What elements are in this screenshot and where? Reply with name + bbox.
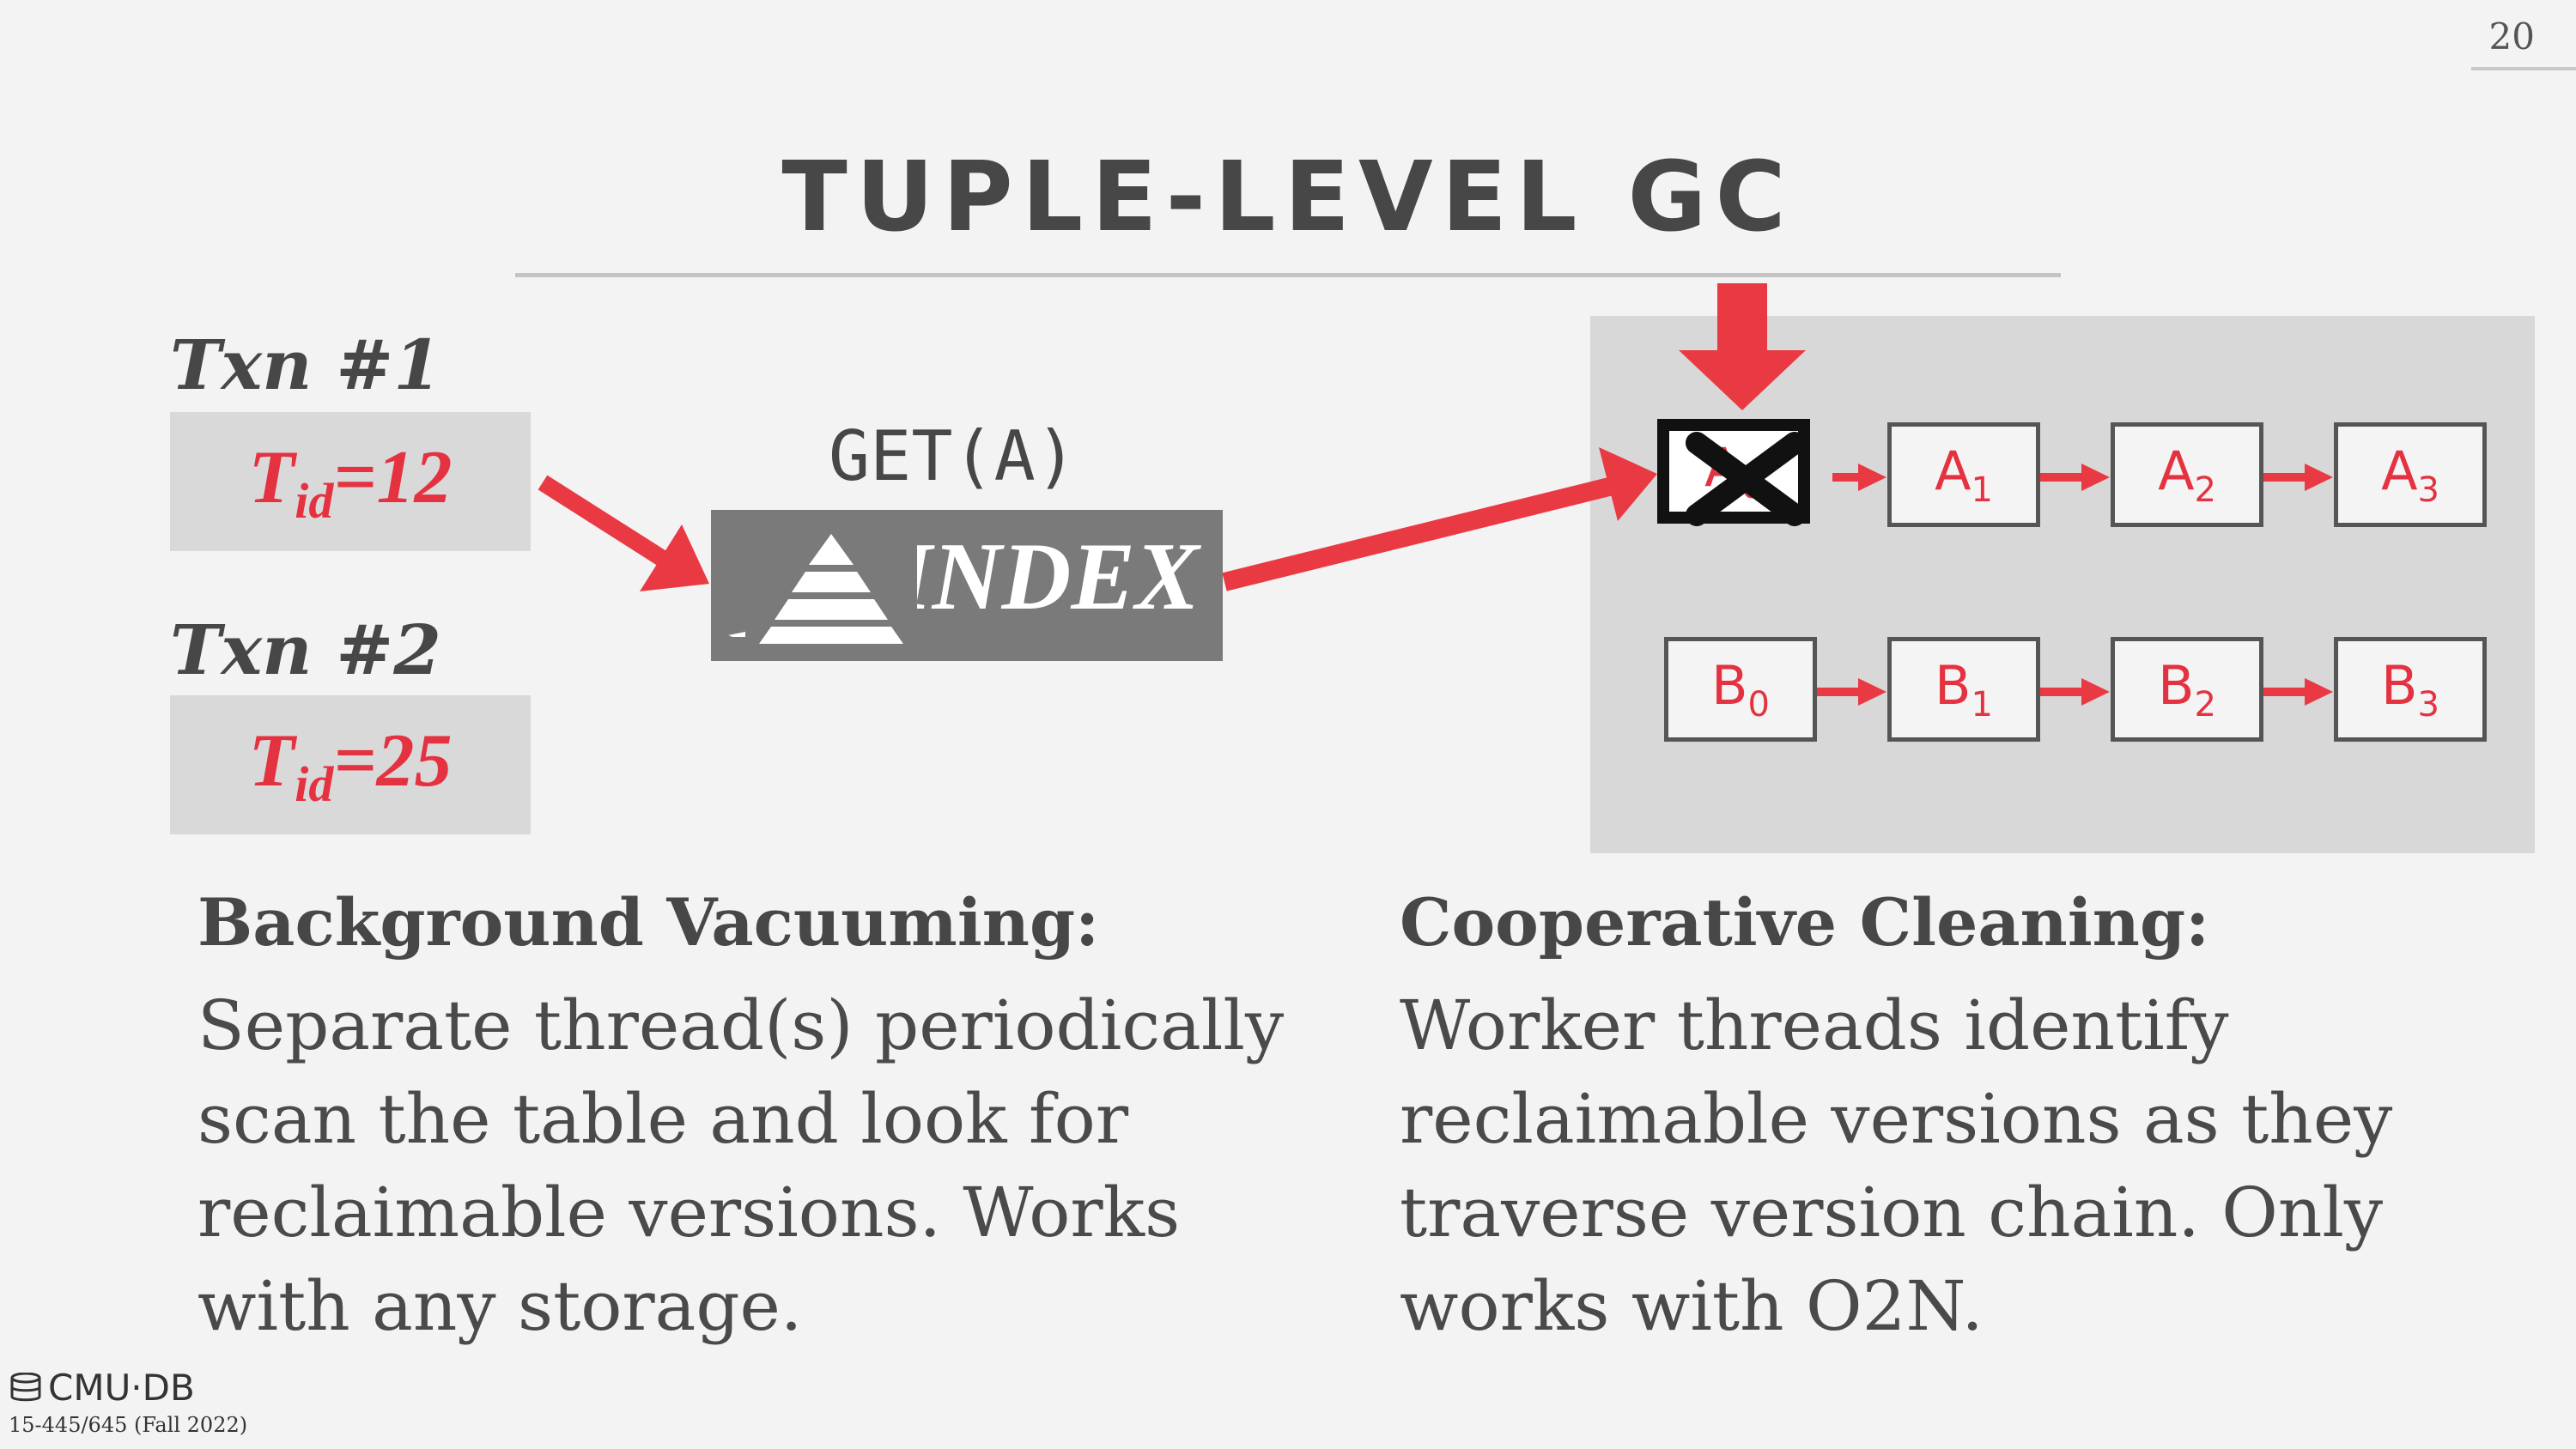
txn-to-index-arrow (538, 475, 709, 591)
course-label: 15-445/645 (Fall 2022) (9, 1413, 248, 1437)
txn-2-tid: Tid=25 (248, 718, 453, 812)
version-storage-panel (1590, 316, 2535, 853)
get-operation-label: GET(A) (829, 416, 1077, 496)
chain-a-arrows (1832, 464, 2333, 491)
cleanup-down-arrow (1679, 283, 1806, 410)
background-vacuuming-heading: Background Vacuuming: (197, 884, 1100, 961)
version-a3: A3 (2334, 422, 2487, 527)
title-rule (515, 273, 2061, 277)
chain-b-arrows (1817, 678, 2333, 706)
index-pyramid-stripes (745, 525, 917, 646)
version-b3: B3 (2334, 637, 2487, 742)
version-a1: A1 (1887, 422, 2040, 527)
page-number: 20 (2488, 15, 2535, 58)
database-icon (10, 1372, 41, 1401)
cmu-db-logo: CMU·DB (9, 1367, 195, 1409)
index-to-version-arrow (1222, 447, 1657, 591)
version-b0: B0 (1664, 637, 1817, 742)
version-a2: A2 (2111, 422, 2263, 527)
version-b1: B1 (1887, 637, 2040, 742)
txn-2-tid-box: Tid=25 (170, 695, 531, 834)
txn-1-tid: Tid=12 (248, 435, 453, 529)
txn-1-tid-box: Tid=12 (170, 412, 531, 551)
deleted-cross-icon (1686, 432, 1806, 526)
page-number-rule (2471, 67, 2576, 70)
txn-2-label: Txn #2 (170, 609, 441, 690)
cooperative-cleaning-body: Worker threads identify reclaimable vers… (1400, 985, 2393, 1346)
txn-1-label: Txn #1 (170, 324, 441, 405)
slide-title: TUPLE-LEVEL GC (781, 142, 1795, 253)
index-label: INDEX (895, 524, 1200, 630)
version-b2: B2 (2111, 637, 2263, 742)
background-vacuuming-body: Separate thread(s) periodically scan the… (197, 985, 1285, 1346)
cooperative-cleaning-heading: Cooperative Cleaning: (1400, 884, 2210, 961)
